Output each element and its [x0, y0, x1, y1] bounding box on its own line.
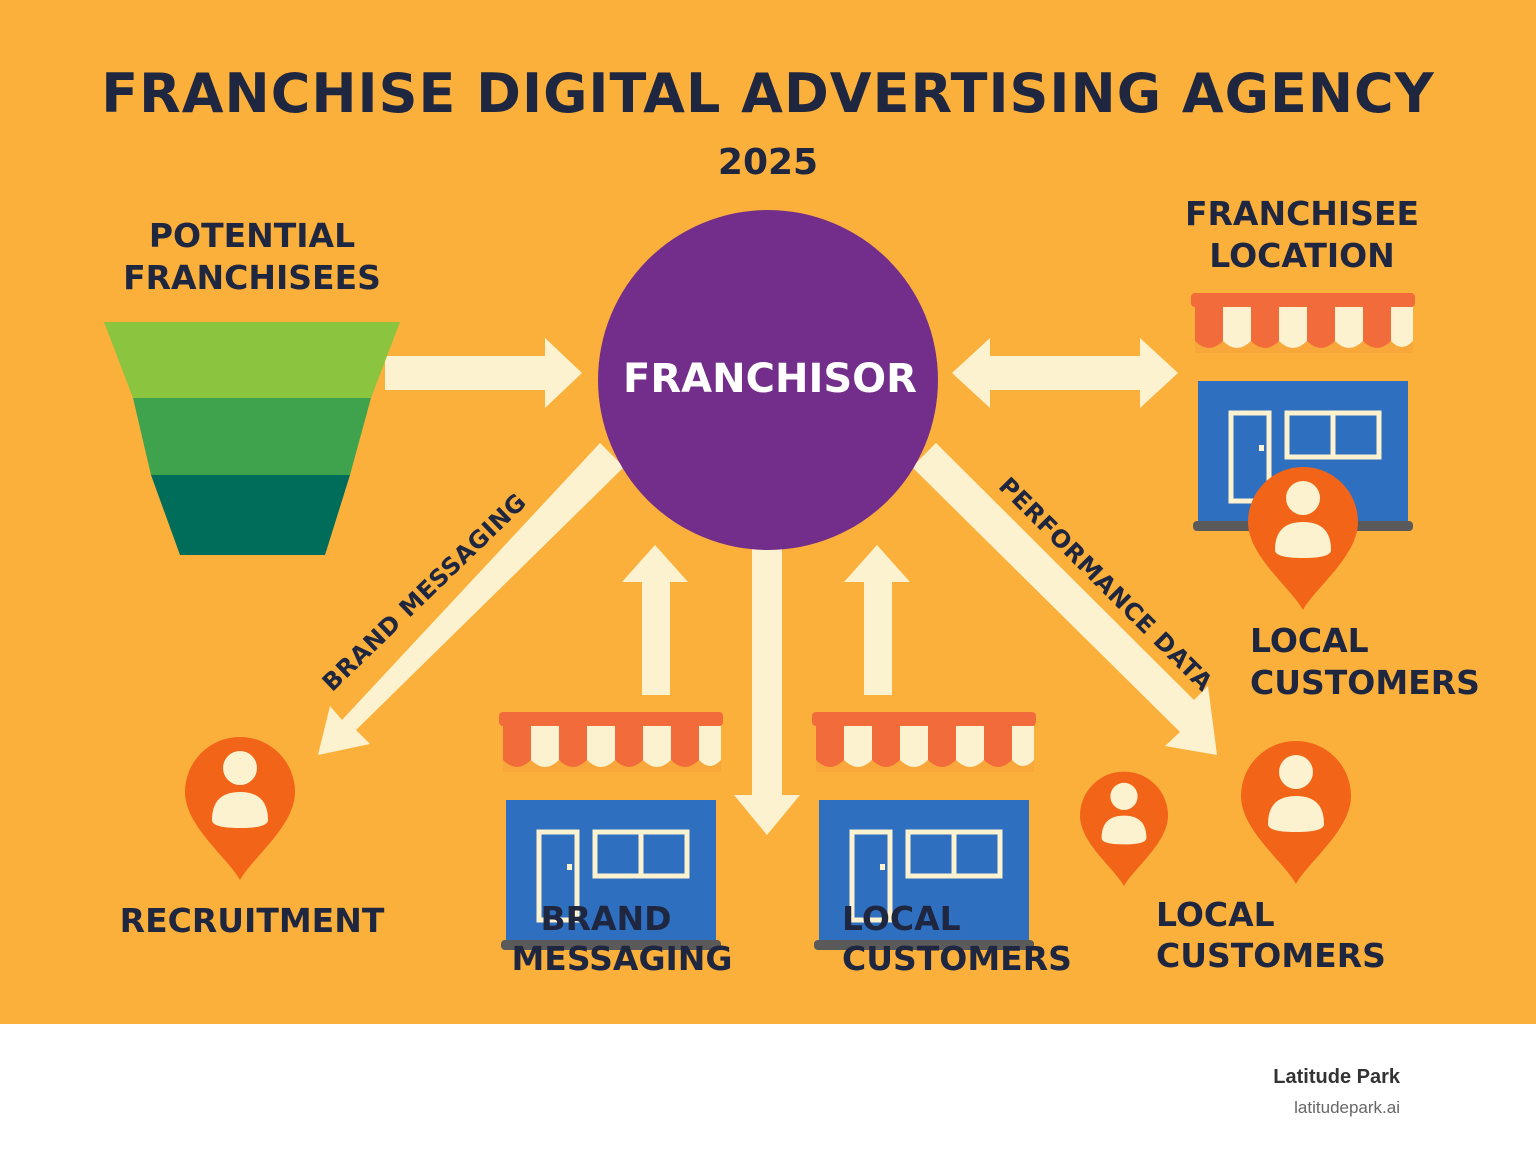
brand-messaging-label-line2: MESSAGING: [511, 939, 732, 978]
arrow-brand-messaging: [318, 443, 624, 755]
footer: [0, 1024, 1536, 1154]
franchisor-label: FRANCHISOR: [623, 356, 917, 402]
local-customers-label-a-line1: LOCAL: [1250, 621, 1369, 660]
arrow-franchisor-down: [734, 548, 800, 835]
local-customers-label-b-line1: LOCAL: [842, 899, 961, 938]
arrow-franchisor-location: [952, 338, 1178, 408]
local-customers-label-c-line1: LOCAL: [1156, 895, 1275, 934]
local-customers-label-b-line2: CUSTOMERS: [842, 939, 1072, 978]
franchisee-location-label-line2: LOCATION: [1209, 236, 1395, 275]
footer-brand: Latitude Park: [1273, 1066, 1400, 1088]
local-customers-label-c-line2: CUSTOMERS: [1156, 936, 1386, 975]
arrow-store-up-left: [622, 545, 688, 695]
franchisee-location-label-line1: FRANCHISEE: [1185, 194, 1419, 233]
brand-messaging-label-line1: BRAND: [540, 899, 671, 938]
arrow-performance-data: [912, 443, 1217, 755]
page-title: FRANCHISE DIGITAL ADVERTISING AGENCY: [101, 62, 1435, 125]
franchisor-circle: [598, 210, 938, 550]
potential-franchisees-label-line1: POTENTIAL: [149, 216, 355, 255]
footer-url: latitudepark.ai: [1294, 1098, 1400, 1117]
arrow-funnel-to-franchisor: [385, 338, 582, 408]
arrow-store-up-right: [844, 545, 910, 695]
diagram-canvas: FRANCHISE DIGITAL ADVERTISING AGENCY 202…: [0, 0, 1536, 1024]
year-subtitle: 2025: [718, 142, 818, 183]
funnel-icon: [104, 322, 400, 555]
arrows: [318, 338, 1217, 835]
potential-franchisees-label-line2: FRANCHISEES: [123, 258, 381, 297]
recruitment-label: RECRUITMENT: [120, 901, 385, 940]
local-customers-label-a-line2: CUSTOMERS: [1250, 663, 1480, 702]
